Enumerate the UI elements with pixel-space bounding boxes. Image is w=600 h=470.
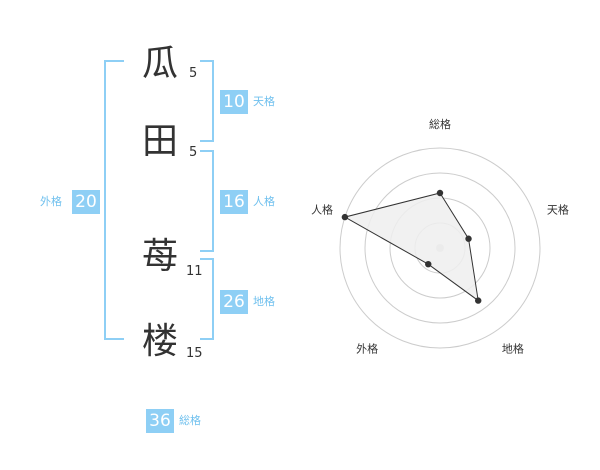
radar-point-3 xyxy=(475,297,482,304)
radar-axis-label-3: 地格 xyxy=(502,341,524,355)
radar-axis-label-4: 外格 xyxy=(356,341,378,355)
jinkaku-label: 人格 xyxy=(253,195,275,208)
chikaku-label: 地格 xyxy=(253,295,275,308)
jinkaku-value: 16 xyxy=(220,190,248,214)
radar-point-2 xyxy=(465,235,472,242)
kanji-3: 苺 xyxy=(141,236,178,277)
stroke-count-1: 5 xyxy=(189,66,198,81)
soukaku-label: 総格 xyxy=(179,414,201,427)
kanji-2: 田 xyxy=(141,121,178,162)
radar-area xyxy=(343,192,479,302)
gaikaku-value: 20 xyxy=(72,190,100,214)
kanji-1: 瓜 xyxy=(141,43,178,84)
tenkaku-value: 10 xyxy=(220,90,248,114)
kanji-4: 楼 xyxy=(141,321,178,362)
chikaku-value: 26 xyxy=(220,290,248,314)
radar-axis-label-2: 天格 xyxy=(547,203,569,217)
stroke-count-3: 11 xyxy=(186,264,203,279)
tenkaku-bracket xyxy=(200,60,214,142)
tenkaku-label: 天格 xyxy=(253,95,275,108)
gaikaku-bracket xyxy=(104,60,124,340)
radar-point-1 xyxy=(436,189,444,197)
jinkaku-bracket xyxy=(200,150,214,252)
radar-point-4 xyxy=(425,260,432,268)
soukaku-value: 36 xyxy=(146,409,174,433)
radar-ring xyxy=(339,147,541,349)
radar-ring xyxy=(364,172,516,324)
chikaku-bracket xyxy=(200,258,214,340)
stroke-count-2: 5 xyxy=(189,145,198,160)
stroke-count-4: 15 xyxy=(186,346,203,361)
radar-point-5 xyxy=(341,213,349,221)
radar-axis-label-1: 総格 xyxy=(429,117,451,131)
gaikaku-label: 外格 xyxy=(40,195,62,208)
radar-axis-label-5: 人格 xyxy=(311,203,333,217)
